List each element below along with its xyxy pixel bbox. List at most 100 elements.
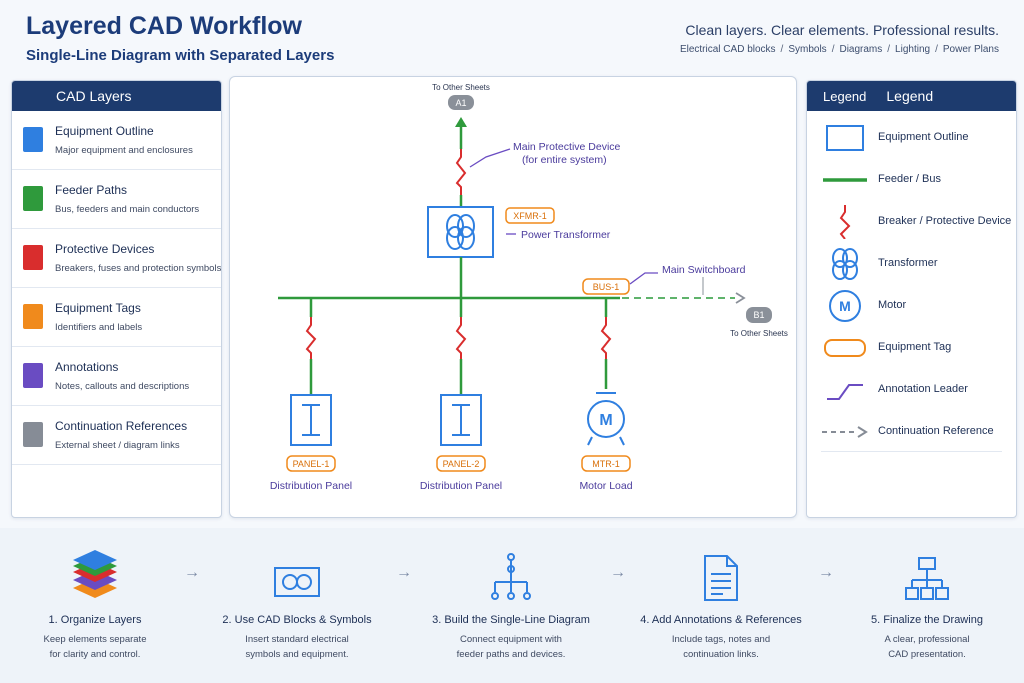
legend-item-annotation-leader: Annotation Leader — [807, 369, 1016, 411]
legend-header-title: Legend — [886, 88, 934, 104]
legend-divider — [821, 451, 1002, 452]
panel-1-outline — [290, 394, 332, 446]
breaker-symbol — [455, 317, 467, 359]
crumb-electrical-cad-blocks[interactable]: Electrical CAD blocks — [679, 44, 776, 55]
legend-item-feeder-bus: Feeder / Bus — [807, 159, 1016, 201]
panel-2-tag — [436, 455, 486, 472]
step-title: 2. Use CAD Blocks & Symbols — [222, 614, 372, 626]
layer-name: Feeder Paths — [55, 183, 128, 197]
crumb-lighting[interactable]: Lighting — [895, 44, 931, 55]
breadcrumb: Electrical CAD blocks/ Symbols/ Diagrams… — [679, 44, 999, 55]
layer-color-swatch — [23, 127, 43, 152]
right-ref-id: B1 — [753, 310, 764, 320]
legend-label: Equipment Outline — [878, 131, 969, 143]
layer-description: External sheet / diagram links — [55, 440, 180, 451]
cad-block-icon — [202, 542, 392, 602]
legend-item-motor: M Motor — [807, 285, 1016, 327]
top-ref-id: A1 — [455, 98, 466, 108]
green-line-icon — [817, 159, 873, 201]
workflow-step-4[interactable]: 4. Add Annotations & References Include … — [626, 528, 816, 662]
legend-label: Equipment Tag — [878, 341, 952, 353]
step-title: 1. Organize Layers — [48, 614, 142, 626]
breaker-symbol — [600, 317, 612, 359]
layer-name: Protective Devices — [55, 242, 155, 256]
layer-row-equipment-tags[interactable]: Equipment Tags Identifiers and labels — [12, 288, 221, 347]
panel-1-tag — [286, 455, 336, 472]
dashed-arrow-icon — [817, 411, 873, 453]
layer-description: Major equipment and enclosures — [55, 145, 193, 156]
layer-description: Identifiers and labels — [55, 322, 143, 333]
layer-row-feeder-paths[interactable]: Feeder Paths Bus, feeders and main condu… — [12, 170, 221, 229]
workflow-step-2[interactable]: 2. Use CAD Blocks & Symbols Insert stand… — [202, 528, 392, 662]
transformer-label: Power Transformer — [521, 229, 611, 241]
main-breaker-symbol[interactable] — [455, 149, 467, 195]
breaker-symbol — [305, 317, 317, 359]
layer-color-swatch — [23, 186, 43, 211]
right-ref-badge[interactable] — [746, 307, 772, 323]
tag-icon — [817, 327, 873, 369]
single-line-tree-icon — [416, 542, 606, 602]
arrow-right-icon: → — [818, 564, 834, 581]
crumb-power-plans[interactable]: Power Plans — [942, 44, 999, 55]
layer-row-annotations[interactable]: Annotations Notes, callouts and descript… — [12, 347, 221, 406]
legend-item-transformer: Transformer — [807, 243, 1016, 285]
top-ref-badge[interactable] — [448, 95, 474, 110]
motor-tag — [581, 455, 631, 472]
arrow-right-icon: → — [184, 564, 200, 581]
layer-row-equipment-outline[interactable]: Equipment Outline Major equipment and en… — [12, 111, 221, 170]
layer-color-swatch — [23, 304, 43, 329]
motor-icon: M — [817, 285, 873, 327]
legend-label: Breaker / Protective Device — [878, 215, 1012, 227]
layer-color-swatch — [23, 245, 43, 270]
transformer-enclosure[interactable] — [427, 206, 494, 258]
legend-label: Transformer — [878, 257, 938, 269]
legend-label: Feeder / Bus — [878, 173, 941, 185]
rectangle-outline-icon — [817, 117, 873, 159]
step-title: 3. Build the Single-Line Diagram — [432, 614, 590, 626]
arrow-right-icon: → — [610, 564, 626, 581]
layer-row-protective-devices[interactable]: Protective Devices Breakers, fuses and p… — [12, 229, 221, 288]
layer-row-continuation-references[interactable]: Continuation References External sheet /… — [12, 406, 221, 465]
motor-tag-text: MTR-1 — [592, 459, 620, 469]
layer-name: Continuation References — [55, 419, 188, 433]
step-title: 4. Add Annotations & References — [640, 614, 802, 626]
layer-color-swatch — [23, 363, 43, 388]
panel-1-tag-text: PANEL-1 — [293, 459, 330, 469]
legend-header-prefix: Legend — [823, 88, 867, 104]
motor-label: Motor Load — [579, 480, 632, 492]
page-subtitle: Single-Line Diagram with Separated Layer… — [26, 47, 335, 64]
layer-color-swatch — [23, 422, 43, 447]
layer-description: Notes, callouts and descriptions — [55, 381, 190, 392]
motor-symbol — [587, 400, 625, 438]
layer-name: Equipment Tags — [55, 301, 141, 315]
workflow-step-1[interactable]: 1. Organize Layers Keep elements separat… — [0, 528, 190, 662]
arrow-right-icon: → — [396, 564, 412, 581]
workflow-step-3[interactable]: 3. Build the Single-Line Diagram Connect… — [416, 528, 606, 662]
layer-description: Breakers, fuses and protection symbols — [55, 263, 222, 274]
cad-layers-header: CAD Layers — [12, 81, 221, 111]
diagram-canvas[interactable]: To Other Sheets A1 Main Protective Devic… — [229, 76, 797, 518]
crumb-symbols[interactable]: Symbols — [788, 44, 827, 55]
layers-stack-icon — [0, 542, 190, 602]
motor-letter: M — [599, 412, 612, 429]
transformer-tag[interactable] — [505, 207, 555, 224]
legend-label: Motor — [878, 299, 907, 311]
panel-2-tag-text: PANEL-2 — [443, 459, 480, 469]
bus-tag[interactable] — [582, 278, 630, 295]
branch-panel-1 — [286, 298, 336, 472]
step-title: 5. Finalize the Drawing — [871, 614, 983, 626]
feeder-arrowhead — [455, 117, 467, 127]
legend-item-continuation-reference: Continuation Reference — [807, 411, 1016, 453]
workflow-step-5[interactable]: 5. Finalize the Drawing A clear, profess… — [832, 528, 1022, 662]
bus-tag-text: BUS-1 — [593, 282, 620, 292]
crumb-diagrams[interactable]: Diagrams — [839, 44, 883, 55]
layer-name: Equipment Outline — [55, 124, 154, 138]
panel-2-outline — [440, 394, 482, 446]
legend-label: Continuation Reference — [878, 425, 994, 437]
main-device-label: Main Protective Device — [513, 141, 621, 153]
transformer-icon — [446, 214, 475, 250]
top-ref-caption: To Other Sheets — [432, 83, 490, 92]
